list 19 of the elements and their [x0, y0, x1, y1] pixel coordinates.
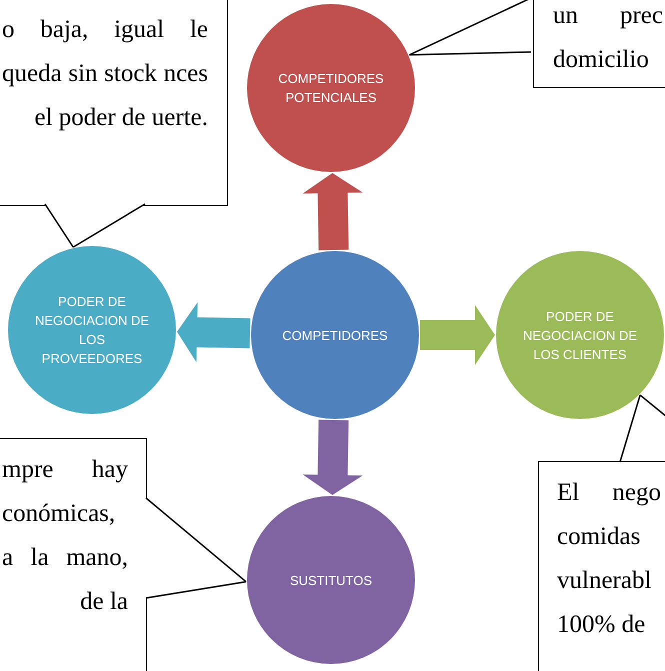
callout-box	[538, 461, 665, 671]
block-arrow	[177, 302, 250, 362]
block-arrow	[302, 420, 363, 495]
callout-pointer	[408, 0, 532, 56]
callout-text: un prec domicilio	[553, 1, 663, 75]
node-label: PODER DE NEGOCIACION DE LOS CLIENTES	[522, 308, 638, 364]
node-label: SUSTITUTOS	[288, 572, 374, 590]
callout-pointer	[619, 394, 665, 463]
block-arrow	[420, 305, 495, 365]
callout-box	[0, 0, 228, 206]
callout-text: El nego comidas vulnerabl 100% de	[557, 478, 661, 640]
callout-text: mpre hay conómicas, a la mano, de la	[2, 455, 128, 617]
block-arrow	[302, 173, 363, 250]
node-label: PODER DE NEGOCIACION DE LOS PROVEEDORES	[34, 293, 150, 368]
callout-text: o baja, igual le queda sin stock nces el poder de uerte.	[2, 15, 208, 133]
node-label: COMPETIDORES POTENCIALES	[277, 70, 385, 107]
callout-pointer	[44, 203, 146, 248]
node-label: COMPETIDORES	[281, 326, 389, 344]
callout-pointer	[145, 497, 247, 599]
